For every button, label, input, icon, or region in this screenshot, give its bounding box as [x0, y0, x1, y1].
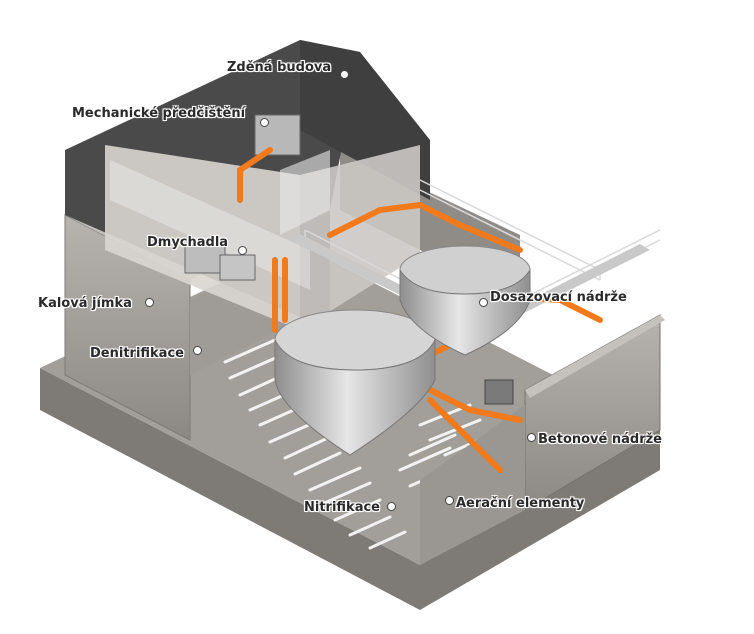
label-concrete-tanks: Betonové nádrže	[538, 432, 663, 447]
blower-unit	[219, 254, 256, 281]
label-dosing-tanks: Dosazovací nádrže	[490, 290, 627, 305]
label-blowers: Dmychadla	[147, 235, 229, 250]
marker-dot	[260, 118, 269, 127]
marker-dot	[238, 246, 247, 255]
label-sludge-pit: Kalová jímka	[38, 296, 132, 311]
marker-dot	[387, 502, 396, 511]
marker-dot	[445, 496, 454, 505]
marker-dot	[340, 70, 349, 79]
marker-dot	[145, 298, 154, 307]
marker-dot	[193, 346, 202, 355]
front-wall	[420, 405, 525, 565]
glass-partition-2	[280, 150, 330, 235]
label-building: Zděná budova	[227, 60, 332, 75]
label-nitrification: Nitrifikace	[304, 500, 380, 515]
orange-pipes	[237, 147, 603, 473]
marker-dot	[479, 298, 488, 307]
marker-dot	[527, 433, 536, 442]
label-denitrification: Denitrifikace	[90, 346, 184, 361]
glass-partition	[110, 160, 310, 290]
nitrification-tank-body	[274, 339, 436, 456]
label-mechanical-pretreatment: Mechanické předčištění	[72, 106, 246, 121]
valve-box	[484, 379, 514, 405]
dosing-tank-body	[399, 268, 531, 356]
bridge-deck	[290, 234, 650, 335]
label-aeration-elements: Aerační elementy	[456, 496, 585, 511]
building-interior	[105, 145, 300, 330]
right-wall-top	[525, 315, 665, 398]
base-slab	[40, 368, 660, 610]
blower-unit	[184, 244, 226, 274]
